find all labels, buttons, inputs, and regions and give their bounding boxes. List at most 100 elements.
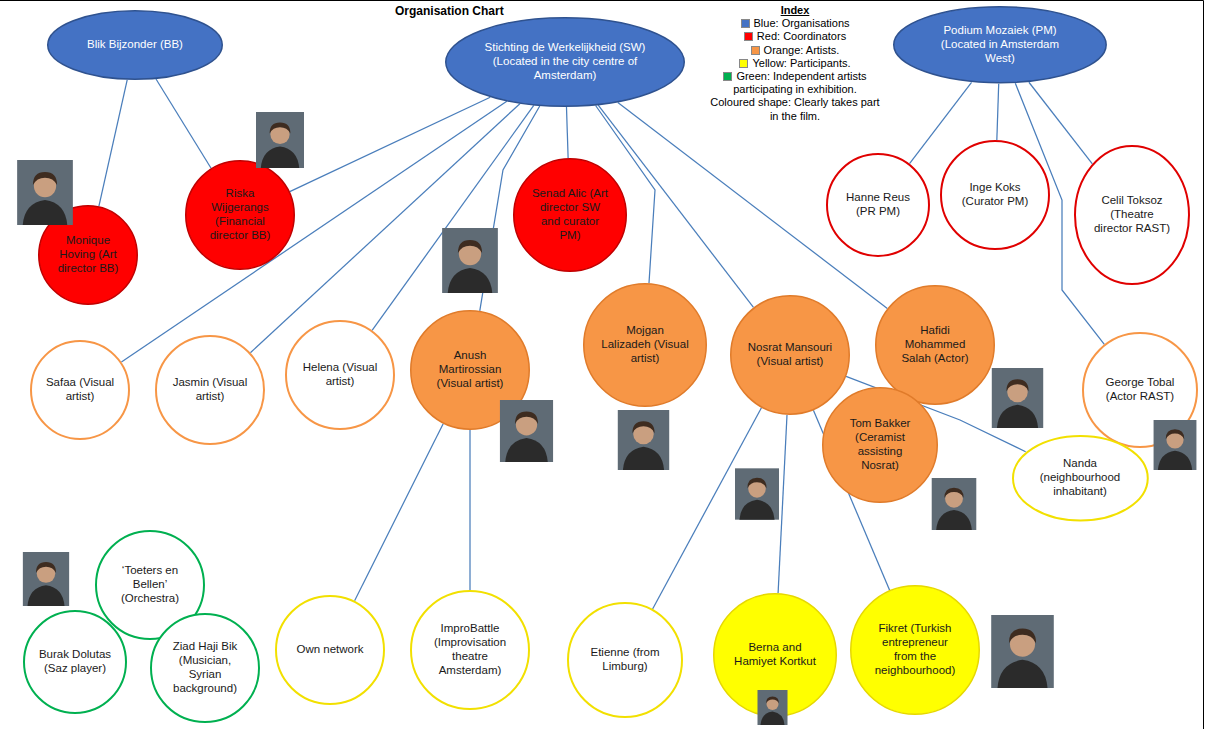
node-outline xyxy=(823,388,938,503)
portrait-photo xyxy=(932,478,977,530)
portrait-photo xyxy=(17,160,73,225)
artist-circle: Jasmin (Visual artist) xyxy=(155,335,265,445)
node-label: Hanne Reus (PR PM) xyxy=(840,191,916,219)
node-outline xyxy=(151,614,259,722)
legend-swatch xyxy=(751,46,760,55)
node-label: Riska Wijgerangs (Financial director BB) xyxy=(201,187,279,242)
node-label: Fikret (Turkish entrepreneur from the ne… xyxy=(869,622,961,677)
node-outline xyxy=(584,284,707,407)
artist-circle: Tom Bakker (Ceramist assisting Nosrat) xyxy=(822,387,938,503)
legend-text: Red: Coordinators xyxy=(757,30,846,42)
artist-circle: Hafidi Mohammed Salah (Actor) xyxy=(875,285,995,405)
legend-text: Coloured shape: Clearly takes part in th… xyxy=(710,96,879,121)
portrait-photo xyxy=(735,468,779,519)
legend-text: Orange: Artists. xyxy=(764,44,840,56)
node-label: Blik Bijzonder (BB) xyxy=(87,38,183,52)
node-label: Mojgan Lalizadeh (Visual artist) xyxy=(601,324,689,365)
node-outline xyxy=(48,11,223,80)
chart-title: Organisation Chart xyxy=(395,4,504,18)
connector-line xyxy=(997,84,999,140)
portrait-photo xyxy=(500,400,553,462)
legend-box: IndexBlue: OrganisationsRed: Coordinator… xyxy=(705,4,885,123)
participant-circle: ImproBattle (Improvisation theatre Amste… xyxy=(410,590,530,710)
legend-text: Blue: Organisations xyxy=(754,17,850,29)
artist-circle: Mojgan Lalizadeh (Visual artist) xyxy=(583,283,707,407)
legend-swatch xyxy=(723,72,732,81)
node-outline xyxy=(411,311,530,430)
legend-entry: Red: Coordinators xyxy=(705,30,885,43)
node-label: Tom Bakker (Ceramist assisting Nosrat) xyxy=(839,417,921,472)
portrait-photo xyxy=(932,478,977,530)
node-outline xyxy=(24,611,126,713)
connector-line xyxy=(566,107,568,158)
portrait-photo xyxy=(991,615,1054,688)
legend-entry: Yellow: Participants. xyxy=(705,57,885,70)
node-outline xyxy=(31,341,129,439)
connector-line xyxy=(372,105,534,330)
node-outline xyxy=(731,296,850,415)
legend-swatch xyxy=(744,32,753,41)
organisation-ellipse: Stichting de Werkelijkheid (SW) (Located… xyxy=(445,17,685,107)
portrait-photo xyxy=(618,410,669,470)
node-outline xyxy=(1075,146,1189,284)
connector-line xyxy=(156,79,211,168)
legend-swatch xyxy=(739,59,748,68)
connector-line xyxy=(653,408,762,609)
node-label: Helena (Visual artist) xyxy=(301,361,379,389)
portrait-photo xyxy=(758,690,788,725)
participant-circle: Own network xyxy=(275,595,385,705)
node-label: Own network xyxy=(296,643,363,657)
node-outline xyxy=(39,206,138,305)
portrait-photo xyxy=(991,615,1054,688)
node-outline xyxy=(276,596,384,704)
node-label: Jasmin (Visual artist) xyxy=(171,376,249,404)
node-label: ‘Toeters en Bellen’ (Orchestra) xyxy=(112,564,188,605)
node-label: Nosrat Mansouri (Visual artist) xyxy=(748,341,833,369)
node-label: Podium Mozaiek (PM) (Located in Amsterda… xyxy=(925,24,1075,65)
coordinator-circle: Celil Toksoz (Theatre director RAST) xyxy=(1074,145,1190,285)
artist-circle: Safaa (Visual artist) xyxy=(30,340,130,440)
portrait-photo xyxy=(23,552,69,606)
artist-circle: George Tobal (Actor RAST) xyxy=(1082,332,1198,448)
artist-circle: Nosrat Mansouri (Visual artist) xyxy=(730,295,850,415)
participant-circle: Berna and Hamiyet Kortkut xyxy=(713,593,837,717)
portrait-photo xyxy=(17,160,73,225)
node-label: Berna and Hamiyet Kortkut xyxy=(731,641,819,669)
portrait-photo xyxy=(442,228,498,293)
connector-line xyxy=(355,424,444,601)
coordinator-circle: Riska Wijgerangs (Financial director BB) xyxy=(185,160,295,270)
organisation-ellipse: Podium Mozaiek (PM) (Located in Amsterda… xyxy=(893,6,1107,83)
organisation-ellipse: Blik Bijzonder (BB) xyxy=(47,10,223,80)
participant-circle: Nanda (neighbourhood inhabitant) xyxy=(1012,435,1149,521)
node-label: Monique Hoving (Art director BB) xyxy=(52,234,124,275)
portrait-photo xyxy=(1154,420,1197,470)
node-outline xyxy=(894,7,1106,83)
portrait-photo xyxy=(758,690,788,725)
legend-entry: Green: Independent artists participating… xyxy=(705,70,885,96)
legend-text: Green: Independent artists participating… xyxy=(733,70,866,95)
connector-line xyxy=(1029,82,1092,164)
portrait-photo xyxy=(992,368,1043,428)
node-label: Burak Dolutas (Saz player) xyxy=(38,648,112,676)
node-label: Nanda (neighbourhood inhabitant) xyxy=(1030,457,1130,498)
node-outline xyxy=(1083,333,1197,447)
participant-circle: Fikret (Turkish entrepreneur from the ne… xyxy=(850,585,980,715)
node-outline xyxy=(876,286,995,405)
node-outline xyxy=(568,603,682,717)
node-label: Safaa (Visual artist) xyxy=(44,376,116,404)
legend-entry: Orange: Artists. xyxy=(705,44,885,57)
portrait-photo xyxy=(500,400,553,462)
coordinator-circle: Senad Alic (Art director SW and curator … xyxy=(513,158,627,272)
node-outline xyxy=(514,159,627,272)
node-outline xyxy=(851,586,980,715)
legend-entry: Coloured shape: Clearly takes part in th… xyxy=(705,96,885,122)
legend-entry: Blue: Organisations xyxy=(705,17,885,30)
node-outline xyxy=(827,154,929,256)
participant-circle: Etienne (from Limburg) xyxy=(567,602,683,718)
artist-circle: Anush Martirossian (Visual artist) xyxy=(410,310,530,430)
node-outline xyxy=(941,141,1049,249)
portrait-photo xyxy=(23,552,69,606)
portrait-photo xyxy=(618,410,669,470)
